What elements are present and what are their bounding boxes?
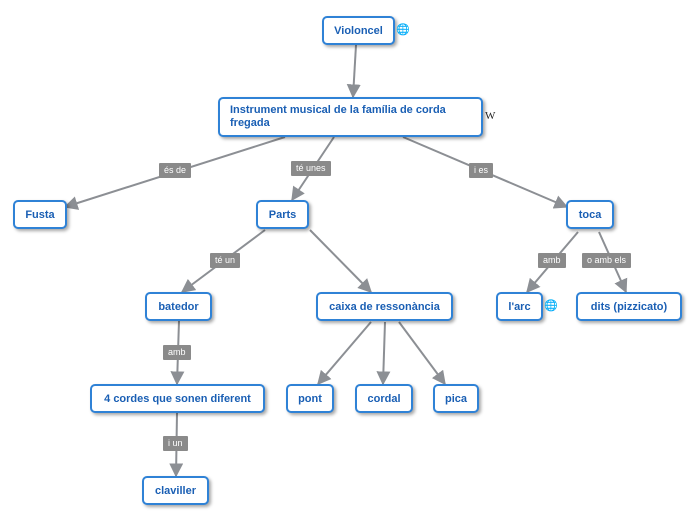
node-instrument[interactable]: Instrument musical de la família de cord… — [218, 97, 483, 137]
node-caixa[interactable]: caixa de ressonància — [316, 292, 453, 321]
link-label-amb-arc: amb — [538, 253, 566, 268]
link-label-i-es: i es — [469, 163, 494, 178]
node-cordes[interactable]: 4 cordes que sonen diferent — [90, 384, 265, 413]
node-pica[interactable]: pica — [433, 384, 479, 413]
connector-parts-caixa — [309, 229, 372, 293]
wikipedia-icon[interactable]: W — [485, 110, 496, 122]
node-batedor[interactable]: batedor — [145, 292, 212, 321]
link-label-amb-cordes: amb — [163, 345, 191, 360]
link-label-i-un: i un — [163, 436, 188, 451]
node-fusta[interactable]: Fusta — [13, 200, 67, 229]
node-claviller[interactable]: claviller — [142, 476, 209, 505]
connector-violoncel-instrument — [346, 44, 361, 99]
link-label-te-unes: té unes — [291, 161, 331, 176]
node-parts[interactable]: Parts — [256, 200, 309, 229]
link-label-o-amb-els: o amb els — [582, 253, 632, 268]
link-label-te-un: té un — [210, 253, 241, 268]
node-dits[interactable]: dits (pizzicato) — [576, 292, 682, 321]
node-arc[interactable]: l'arc — [496, 292, 543, 321]
connector-caixa-cordal — [376, 321, 391, 386]
connector-caixa-pica — [398, 321, 446, 386]
node-violoncel[interactable]: Violoncel — [322, 16, 395, 45]
node-toca[interactable]: toca — [566, 200, 614, 229]
link-label-es-de: és de — [159, 163, 192, 178]
node-pont[interactable]: pont — [286, 384, 334, 413]
node-cordal[interactable]: cordal — [355, 384, 413, 413]
globe-icon[interactable]: 🌐 — [396, 24, 410, 36]
globe-icon-arc[interactable]: 🌐 — [544, 300, 558, 312]
connector-caixa-pont — [317, 321, 372, 386]
